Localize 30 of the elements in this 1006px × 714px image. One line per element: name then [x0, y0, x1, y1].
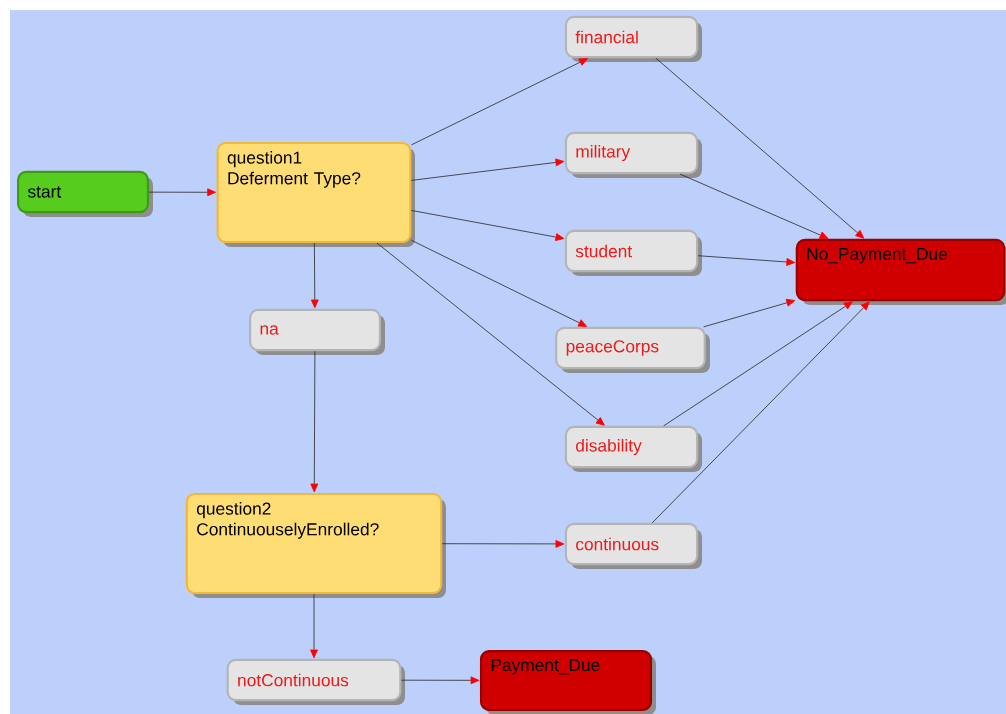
question-box: question2 ContinuouselyEnrolled? [185, 492, 446, 598]
arrow [663, 301, 853, 427]
arrow [703, 298, 796, 328]
arrow [411, 210, 565, 241]
option-box: peaceCorps [555, 326, 710, 373]
arrow [148, 188, 216, 197]
option-box: military [564, 131, 702, 178]
arrow [411, 239, 588, 327]
arrow [651, 301, 870, 524]
end-box: No_Payment_Due [795, 238, 1006, 305]
arrow [655, 57, 865, 239]
arrow [441, 540, 565, 548]
arrow [411, 58, 588, 146]
option-box: notContinuous [226, 658, 405, 705]
option-box: financial [564, 15, 702, 62]
option-box: disability [564, 425, 702, 472]
arrow [697, 255, 796, 266]
option-box: student [564, 229, 702, 276]
arrow [679, 173, 829, 239]
arrow [401, 676, 480, 685]
end-box: Payment_Due [479, 650, 656, 714]
arrow [310, 593, 318, 659]
start-box: start [17, 170, 153, 217]
arrow [310, 242, 319, 309]
question-box: question1 Deferment Type? [216, 141, 415, 247]
arrow [376, 242, 605, 426]
option-box: continuous [564, 522, 702, 569]
arrow [411, 158, 565, 181]
option-box: na [249, 308, 385, 355]
arrow [310, 350, 319, 493]
